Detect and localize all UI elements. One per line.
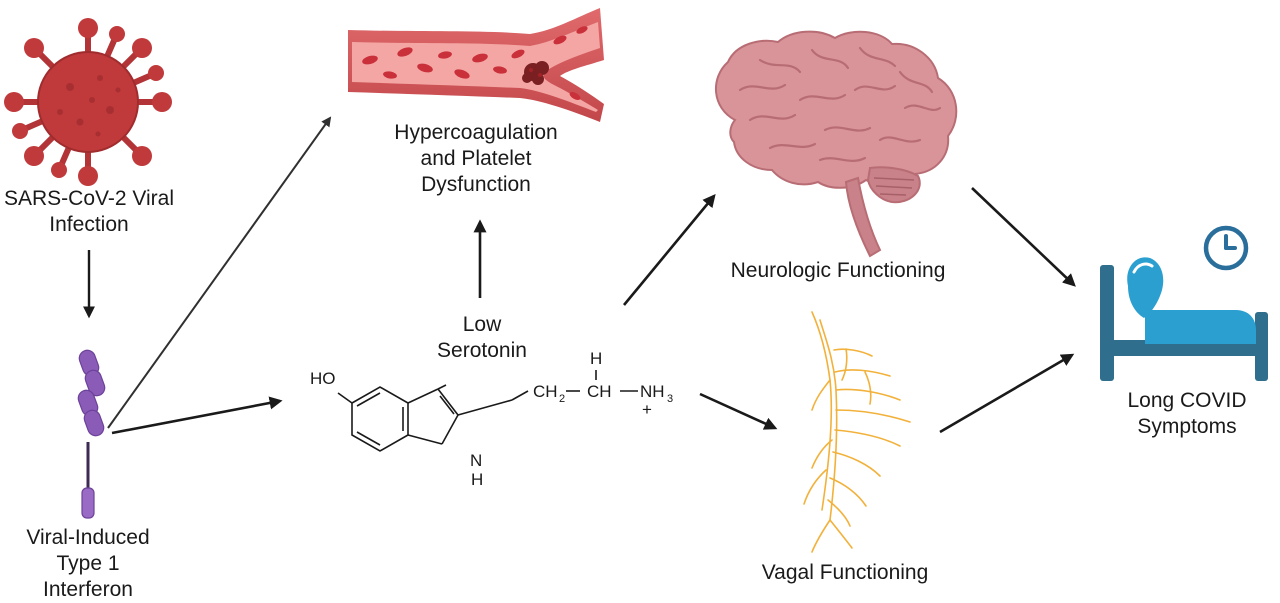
brain-icon	[714, 30, 958, 258]
arrow-serotonin-to-vagal	[699, 392, 778, 430]
serotonin-molecule-icon	[337, 384, 513, 452]
label-vagal-line1: Vagal Functioning	[761, 561, 929, 584]
arrow-interferon-to-serotonin	[111, 396, 283, 435]
label-interferon-line2: Type 1	[56, 552, 120, 575]
arrows	[83, 116, 1076, 435]
label-neurologic-line1: Neurologic Functioning	[730, 259, 946, 282]
label-long-covid-line2: Symptoms	[1137, 415, 1237, 438]
label-long-covid-line1: Long COVID	[1127, 389, 1247, 412]
label-sars-cov2-line1: SARS-CoV-2 Viral	[3, 187, 174, 210]
label-hypercoagulation-line2: and Platelet	[420, 147, 532, 170]
label-low-serotonin: Low Serotonin	[430, 312, 534, 364]
label-hypercoagulation-line1: Hypercoagulation	[394, 121, 558, 144]
label-interferon-line3: Interferon	[43, 578, 133, 601]
interferon-receptor-icon	[77, 349, 106, 519]
blood-vessel-clot-icon	[348, 8, 604, 122]
label-low-serotonin-line1: Low	[462, 313, 502, 336]
arrow-serotonin-to-neurologic	[622, 193, 716, 306]
virus-icon	[4, 18, 172, 186]
label-vagal: Vagal Functioning	[740, 560, 950, 586]
label-sars-cov2: SARS-CoV-2 Viral Infection	[0, 186, 178, 238]
label-interferon: Viral-Induced Type 1 Interferon	[2, 525, 174, 603]
label-interferon-line1: Viral-Induced	[26, 526, 150, 549]
label-hypercoagulation: Hypercoagulation and Platelet Dysfunctio…	[372, 120, 580, 198]
label-hypercoagulation-line3: Dysfunction	[421, 173, 531, 196]
arrow-neurologic-to-long-covid	[971, 187, 1076, 287]
label-neurologic: Neurologic Functioning	[712, 258, 964, 284]
label-long-covid: Long COVID Symptoms	[1112, 388, 1262, 440]
arrow-interferon-to-hypercoagulation	[107, 116, 332, 429]
arrow-vagal-to-long-covid	[939, 353, 1075, 434]
vagus-nerve-icon	[803, 311, 911, 553]
label-sars-cov2-line2: Infection	[49, 213, 129, 236]
patient-in-bed-clock-icon	[1100, 225, 1268, 381]
label-low-serotonin-line2: Serotonin	[437, 339, 527, 362]
